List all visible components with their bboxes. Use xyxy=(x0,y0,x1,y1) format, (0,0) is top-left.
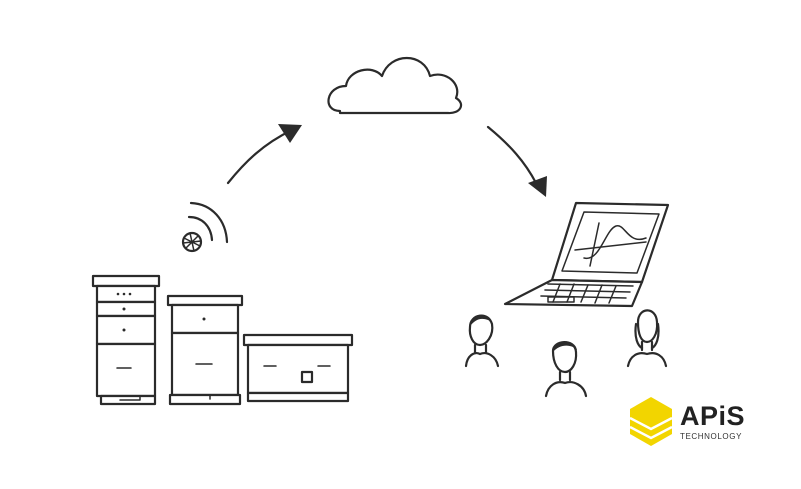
apis-logo-icon xyxy=(629,397,673,446)
tall-hive-icon xyxy=(91,274,161,406)
wireless-signal-icon xyxy=(181,201,229,253)
medium-hive-icon xyxy=(166,294,244,406)
logo-wordmark: APiS xyxy=(680,401,746,431)
laptop-icon xyxy=(503,201,670,308)
person-icon xyxy=(464,314,500,368)
arrow-to-laptop-icon xyxy=(486,125,547,197)
horizontal-hive-icon xyxy=(242,333,354,403)
person-icon xyxy=(544,341,588,398)
logo-subtitle: TECHNOLOGY xyxy=(680,432,743,441)
cloud-icon xyxy=(327,56,463,115)
arrow-to-cloud-icon xyxy=(226,124,302,185)
person-icon xyxy=(626,309,668,368)
